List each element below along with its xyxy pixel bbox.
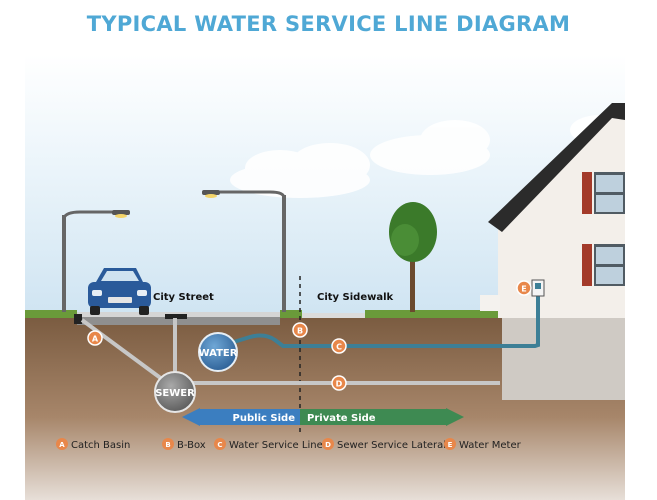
legend-item-b: B B-Box [162,438,206,451]
svg-text:D: D [336,380,343,389]
water-label: WATER [199,348,238,359]
svg-text:D: D [325,441,331,449]
house-foundation [502,318,625,400]
public-side-label: Public Side [233,413,296,424]
house-steps [480,295,500,311]
marker-e: E [516,280,532,296]
water-main: WATER [198,332,238,372]
city-sidewalk-surface [302,313,365,318]
city-sidewalk-label: City Sidewalk [317,292,394,303]
private-side-label: Private Side [307,413,376,424]
svg-text:Water Meter: Water Meter [459,440,522,451]
legend-item-a: A Catch Basin [56,438,130,451]
house [480,103,625,400]
svg-text:C: C [336,343,342,352]
svg-text:A: A [59,441,65,449]
marker-a: A [87,330,103,346]
street-grate [165,314,187,319]
svg-text:Catch Basin: Catch Basin [71,440,130,451]
svg-text:Sewer Service Lateral: Sewer Service Lateral [337,440,446,451]
svg-text:B: B [297,327,303,336]
catch-basin-grate [74,314,82,324]
marker-b: B [292,322,308,338]
sewer-main: SEWER [154,371,196,413]
svg-text:E: E [521,285,526,294]
page-title: TYPICAL WATER SERVICE LINE DIAGRAM [86,12,571,36]
svg-text:B: B [165,441,170,449]
svg-text:A: A [92,335,99,344]
sewer-label: SEWER [155,388,195,399]
legend-item-e: E Water Meter [444,438,522,451]
house-roof [488,103,625,232]
water-meter [531,279,545,297]
grass-left [25,310,77,318]
clouds [230,115,630,198]
marker-c: C [331,338,347,354]
street-lamp-right [202,190,286,312]
grass-mid [280,310,302,318]
window-lower [582,244,625,286]
street-lamp-left [62,210,130,312]
legend-item-d: D Sewer Service Lateral [322,438,446,451]
window-upper [582,172,625,214]
marker-d: D [331,375,347,391]
svg-text:E: E [448,441,453,449]
car [88,268,151,315]
legend-item-c: C Water Service Line [214,438,323,451]
legend: A Catch Basin B B-Box C Water Service Li… [56,438,522,451]
public-private-arrow: Public Side Private Side [182,408,464,426]
city-street-label: City Street [153,292,214,303]
water-service-line [223,292,540,348]
grass-right [365,310,505,318]
tree [389,202,437,312]
svg-text:B-Box: B-Box [177,440,206,451]
street-curb [77,317,280,325]
svg-text:Water Service Line: Water Service Line [229,440,323,451]
svg-text:C: C [217,441,222,449]
